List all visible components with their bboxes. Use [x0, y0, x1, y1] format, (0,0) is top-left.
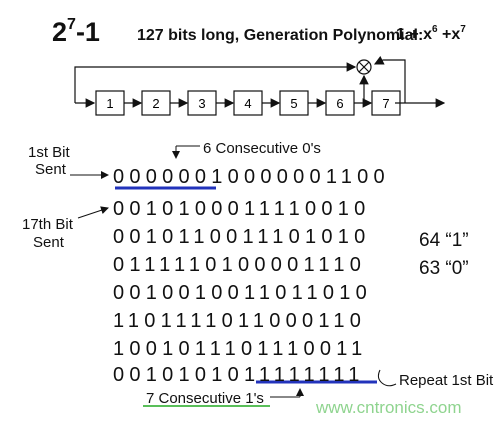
- register-label-7: 7: [382, 96, 389, 111]
- sequence-row-3: 0010110011101010: [113, 226, 371, 248]
- first-bit-label-line2: Sent: [35, 161, 66, 178]
- sequence-row-1: 00000010000001100: [113, 166, 390, 188]
- sequence-row-2: 0010100011110010: [113, 198, 371, 220]
- seventeenth-bit-label-line2: Sent: [33, 234, 64, 251]
- consec-zeros-label: 6 Consecutive 0's: [203, 140, 321, 157]
- title-polynomial: 1 + x6 +x7: [396, 24, 466, 43]
- repeat-first-bit-label: Repeat 1st Bit: [399, 372, 494, 389]
- consec-ones-label: 7 Consecutive 1's: [146, 390, 264, 407]
- register-label-6: 6: [336, 96, 343, 111]
- feedback-line: [74, 62, 357, 103]
- watermark: www.cntronics.com: [316, 398, 462, 417]
- zeros-count: 63 “0”: [419, 258, 469, 279]
- register-box-6: [325, 90, 355, 116]
- register-label-5: 5: [290, 96, 297, 111]
- first-bit-label-line1: 1st Bit: [28, 144, 70, 161]
- sequence-row-6: 1101111011000110: [113, 310, 367, 332]
- seventeenth-bit-arrow: [77, 206, 109, 219]
- repeat-bracket: [377, 369, 397, 387]
- title-main: 27-1: [52, 16, 100, 47]
- title-subtitle: 127 bits long, Generation Polynomial:: [137, 27, 424, 44]
- register-label-4: 4: [244, 96, 251, 111]
- register-box-4: [233, 90, 263, 116]
- register-box-3: [187, 90, 217, 116]
- register-label-3: 3: [198, 96, 205, 111]
- register-label-1: 1: [106, 96, 113, 111]
- seventeenth-bit-label-line1: 17th Bit: [22, 216, 73, 233]
- xor-gate-icon: [356, 59, 372, 75]
- sequence-row-4: 0111110100001110: [113, 254, 367, 276]
- sequence-row-5: 0010010011011010: [113, 282, 372, 304]
- tap-line-7: [373, 55, 406, 103]
- sequence-row-7: 1001011101110011: [113, 338, 368, 360]
- register-label-2: 2: [152, 96, 159, 111]
- sequence-row-8: 0010101011111111: [113, 364, 365, 386]
- ones-count: 64 “1”: [419, 230, 469, 251]
